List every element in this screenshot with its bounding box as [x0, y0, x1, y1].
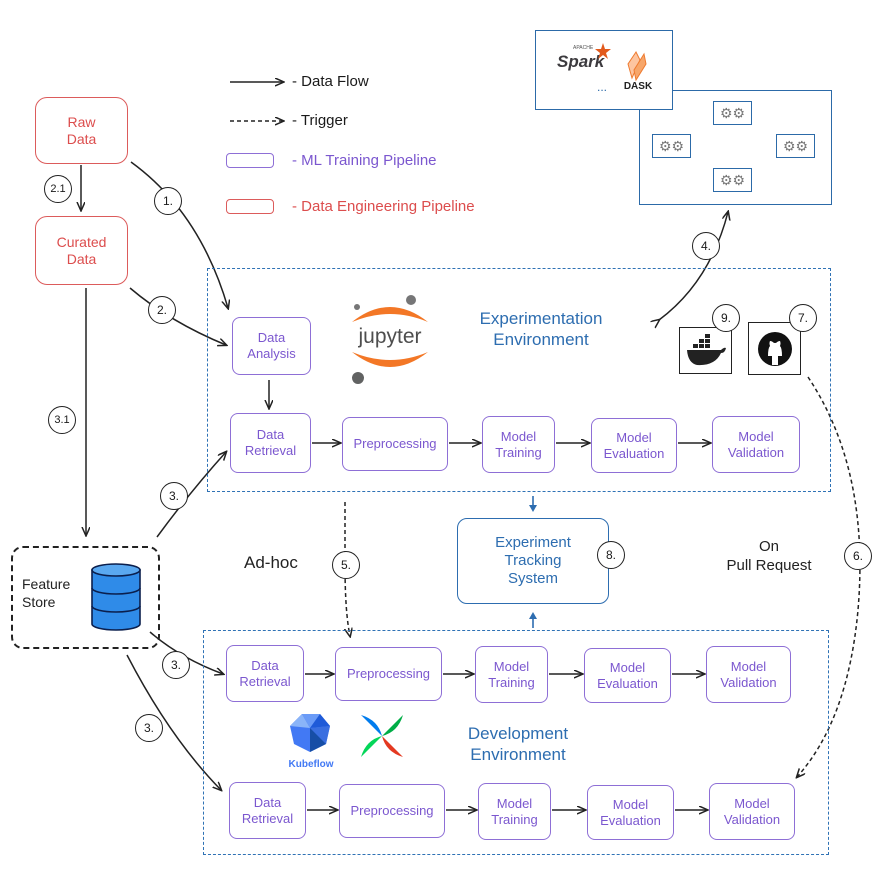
- development-environment: [203, 630, 829, 855]
- cluster-node-bottom: ⚙⚙: [713, 168, 752, 192]
- legend-de-swatch: [226, 199, 274, 214]
- frameworks-ellipsis: ...: [596, 80, 607, 94]
- gear-icon: ⚙⚙: [658, 138, 685, 154]
- dev-a-model-evaluation: Model Evaluation: [584, 648, 671, 703]
- legend-trigger: - Trigger: [292, 112, 348, 129]
- step-9: 9.: [712, 304, 740, 332]
- trigger-pull-request: [797, 376, 861, 777]
- docker-icon: [686, 333, 726, 365]
- exp-model-validation: Model Validation: [712, 416, 800, 473]
- step-5: 5.: [332, 551, 360, 579]
- flow-raw-to-analysis: [130, 161, 228, 308]
- gear-icon: ⚙⚙: [719, 105, 746, 121]
- dev-b-model-validation: Model Validation: [709, 783, 795, 840]
- experimentation-environment-title: Experimentation Environment: [479, 309, 603, 350]
- frameworks-panel: [535, 30, 673, 110]
- step-2-1: 2.1: [44, 175, 72, 203]
- exp-data-retrieval: Data Retrieval: [230, 413, 311, 473]
- step-3-1: 3.1: [48, 406, 76, 434]
- github-icon: [757, 331, 792, 366]
- spark-wordmark: Spark: [557, 52, 606, 71]
- step-6: 6.: [844, 542, 872, 570]
- experimentation-environment: [207, 268, 831, 492]
- legend-data-flow: - Data Flow: [292, 73, 369, 90]
- feature-store-label: Feature Store: [22, 576, 71, 610]
- cluster-node-left: ⚙⚙: [652, 134, 691, 158]
- flow-curated-to-analysis: [129, 287, 226, 345]
- step-3-top: 3.: [160, 482, 188, 510]
- dev-b-model-training: Model Training: [478, 783, 551, 840]
- dev-a-model-training: Model Training: [475, 646, 548, 703]
- flow-feature-store-to-exp-retrieval: [156, 452, 226, 538]
- database-icon: [91, 563, 141, 631]
- exp-model-evaluation: Model Evaluation: [591, 418, 677, 473]
- development-environment-title: Development Environment: [467, 724, 569, 765]
- spark-logo: APACHE Spark: [557, 43, 611, 71]
- feature-store-box: [11, 546, 160, 649]
- exp-model-training: Model Training: [482, 416, 555, 473]
- dask-logo: DASK: [624, 51, 653, 92]
- step-3-middle: 3.: [162, 651, 190, 679]
- experiment-tracking-system: Experiment Tracking System: [457, 518, 609, 604]
- curated-data-box: Curated Data: [35, 216, 128, 285]
- docker-icon-box: [679, 327, 732, 374]
- kubeflow-wordmark: Kubeflow: [289, 759, 334, 770]
- airflow-logo: [361, 715, 403, 757]
- step-2: 2.: [148, 296, 176, 324]
- dev-b-preprocessing: Preprocessing: [339, 784, 445, 838]
- raw-data-box: Raw Data: [35, 97, 128, 164]
- legend-de-pipeline: - Data Engineering Pipeline: [292, 198, 475, 215]
- gear-icon: ⚙⚙: [782, 138, 809, 154]
- dask-wordmark: DASK: [624, 81, 653, 92]
- step-4: 4.: [692, 232, 720, 260]
- pull-request-label: On Pull Request: [726, 538, 812, 574]
- step-8: 8.: [597, 541, 625, 569]
- kubeflow-logo: Kubeflow: [289, 714, 334, 770]
- dev-a-preprocessing: Preprocessing: [335, 647, 442, 701]
- exp-preprocessing: Preprocessing: [342, 417, 448, 471]
- legend-ml-swatch: [226, 153, 274, 168]
- jupyter-wordmark: jupyter: [357, 325, 421, 348]
- dev-b-model-evaluation: Model Evaluation: [587, 785, 674, 840]
- exp-data-analysis: Data Analysis: [232, 317, 311, 375]
- step-1: 1.: [154, 187, 182, 215]
- step-7: 7.: [789, 304, 817, 332]
- adhoc-label: Ad-hoc: [244, 553, 298, 572]
- step-3-bottom: 3.: [135, 714, 163, 742]
- gear-icon: ⚙⚙: [719, 172, 746, 188]
- dev-a-data-retrieval: Data Retrieval: [226, 645, 304, 702]
- github-icon-box: [748, 322, 801, 375]
- cluster-node-right: ⚙⚙: [776, 134, 815, 158]
- dev-a-model-validation: Model Validation: [706, 646, 791, 703]
- legend-ml-pipeline: - ML Training Pipeline: [292, 152, 437, 169]
- flow-env-to-cluster: [659, 212, 728, 320]
- jupyter-logo: jupyter: [352, 295, 428, 384]
- dev-b-data-retrieval: Data Retrieval: [229, 782, 306, 839]
- cluster-node-top: ⚙⚙: [713, 101, 752, 125]
- spark-small-label: APACHE: [573, 45, 594, 51]
- flow-feature-store-to-dev-retrieval-b: [126, 654, 221, 790]
